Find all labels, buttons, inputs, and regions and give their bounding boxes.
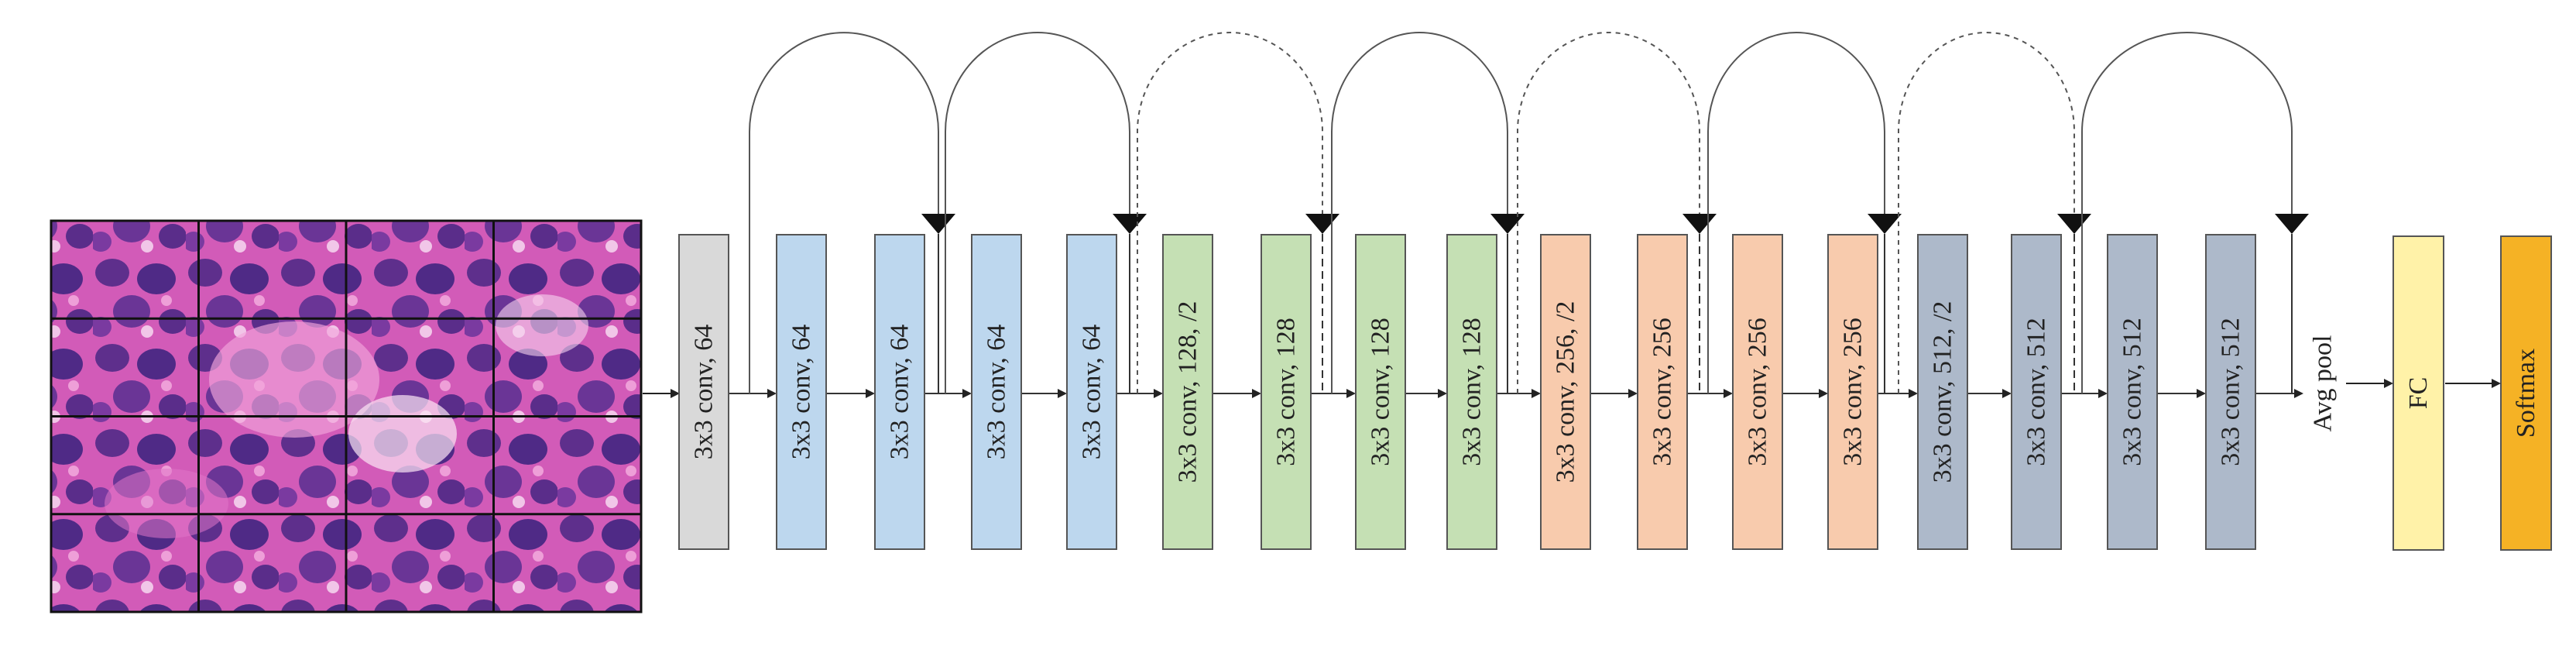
- conv-layer-label: 3x3 conv, 64: [690, 325, 719, 459]
- skip-connection: [1707, 32, 1902, 393]
- conv-layer-box: [678, 234, 729, 550]
- conv-layer-box: [2205, 234, 2256, 550]
- softmax-layer: Softmax: [2500, 235, 2552, 551]
- conv-layer-box: [2107, 234, 2158, 550]
- conv-layer: 3x3 conv, 512: [2205, 234, 2256, 550]
- conv-layer-label: 3x3 conv, 256: [1744, 318, 1772, 466]
- conv-layer-box: [1066, 234, 1117, 550]
- conv-layer-label: 3x3 conv, 128: [1272, 318, 1301, 466]
- conv-layer: 3x3 conv, 256: [1732, 234, 1783, 550]
- skip-arc: [2081, 32, 2293, 393]
- conv-layer-label: 3x3 conv, 512: [2118, 318, 2147, 466]
- conv-layer-box: [971, 234, 1022, 550]
- conv-layer: 3x3 conv, 256: [1637, 234, 1688, 550]
- conv-layer-box: [1355, 234, 1406, 550]
- skip-arrowhead: [1490, 214, 1525, 234]
- conv-layer-box: [1827, 234, 1878, 550]
- conv-layer-box: [776, 234, 827, 550]
- avg-pool-label: Avg pool: [2309, 335, 2338, 432]
- conv-layer: 3x3 conv, 64: [678, 234, 729, 550]
- conv-layer: 3x3 conv, 128: [1261, 234, 1312, 550]
- skip-arc: [749, 32, 939, 393]
- skip-arrowhead: [1113, 214, 1147, 234]
- conv-layer-label: 3x3 conv, 128: [1367, 318, 1395, 466]
- skip-connections: [749, 32, 2309, 393]
- conv-layer: 3x3 conv, 256, /2: [1540, 234, 1591, 550]
- skip-arrowhead: [2057, 214, 2091, 234]
- conv-layer-box: [1446, 234, 1497, 550]
- conv-layer-box: [1162, 234, 1213, 550]
- skip-arrowhead: [1868, 214, 1902, 234]
- skip-connection: [1331, 32, 1525, 393]
- conv-layer: 3x3 conv, 512: [2107, 234, 2158, 550]
- softmax-label: Softmax: [2512, 349, 2540, 438]
- conv-layer-label: 3x3 conv, 64: [983, 325, 1011, 459]
- skip-arc: [1517, 32, 1700, 393]
- input-image: [50, 219, 643, 613]
- layers: 3x3 conv, 64 3x3 conv, 64 3x3 conv, 64 3x3 …: [678, 234, 2256, 550]
- conv-layer-label: 3x3 conv, 128: [1458, 318, 1487, 466]
- conv-layer-label: 3x3 conv, 256: [1648, 318, 1677, 466]
- skip-connection: [2081, 32, 2309, 393]
- skip-arrowhead: [1682, 214, 1717, 234]
- skip-connection: [945, 32, 1147, 393]
- conv-layer-box: [1637, 234, 1688, 550]
- conv-layer-label: 3x3 conv, 512: [2217, 318, 2245, 466]
- skip-arc: [945, 32, 1130, 393]
- conv-layer-box: [1732, 234, 1783, 550]
- fc-layer: FC: [2392, 235, 2444, 551]
- conv-layer-label: 3x3 conv, 512: [2022, 318, 2051, 466]
- conv-layer-label: 3x3 conv, 128, /2: [1174, 301, 1202, 483]
- conv-layer: 3x3 conv, 128, /2: [1162, 234, 1213, 550]
- conv-layer: 3x3 conv, 64: [776, 234, 827, 550]
- conv-layer-box: [1917, 234, 1968, 550]
- conv-layer-box: [1261, 234, 1312, 550]
- skip-arrowhead: [1305, 214, 1339, 234]
- image-grid: [50, 219, 643, 613]
- fc-box: [2392, 235, 2444, 551]
- conv-layer-label: 3x3 conv, 64: [1078, 325, 1106, 459]
- conv-layer: 3x3 conv, 128: [1355, 234, 1406, 550]
- conv-layer: 3x3 conv, 64: [874, 234, 925, 550]
- conv-layer-label: 3x3 conv, 512, /2: [1929, 301, 1957, 483]
- fc-label: FC: [2404, 377, 2433, 410]
- skip-arrowhead: [2275, 214, 2309, 234]
- skip-connection: [749, 32, 955, 393]
- conv-layer: 3x3 conv, 512: [2011, 234, 2062, 550]
- conv-layer-label: 3x3 conv, 256, /2: [1552, 301, 1580, 483]
- conv-layer: 3x3 conv, 128: [1446, 234, 1497, 550]
- skip-arc: [1707, 32, 1885, 393]
- skip-arc: [1898, 32, 2075, 393]
- conv-layer: 3x3 conv, 64: [971, 234, 1022, 550]
- conv-layer-box: [2011, 234, 2062, 550]
- conv-layer-label: 3x3 conv, 64: [886, 325, 914, 459]
- conv-layer-label: 3x3 conv, 256: [1839, 318, 1868, 466]
- skip-arc: [1331, 32, 1508, 393]
- conv-layer: 3x3 conv, 512, /2: [1917, 234, 1968, 550]
- skip-arc: [1137, 32, 1323, 393]
- conv-layer-box: [874, 234, 925, 550]
- conv-layer-label: 3x3 conv, 64: [787, 325, 816, 459]
- conv-layer: 3x3 conv, 256: [1827, 234, 1878, 550]
- conv-layer: 3x3 conv, 64: [1066, 234, 1117, 550]
- softmax-box: [2500, 235, 2552, 551]
- conv-layer-box: [1540, 234, 1591, 550]
- skip-arrowhead: [921, 214, 955, 234]
